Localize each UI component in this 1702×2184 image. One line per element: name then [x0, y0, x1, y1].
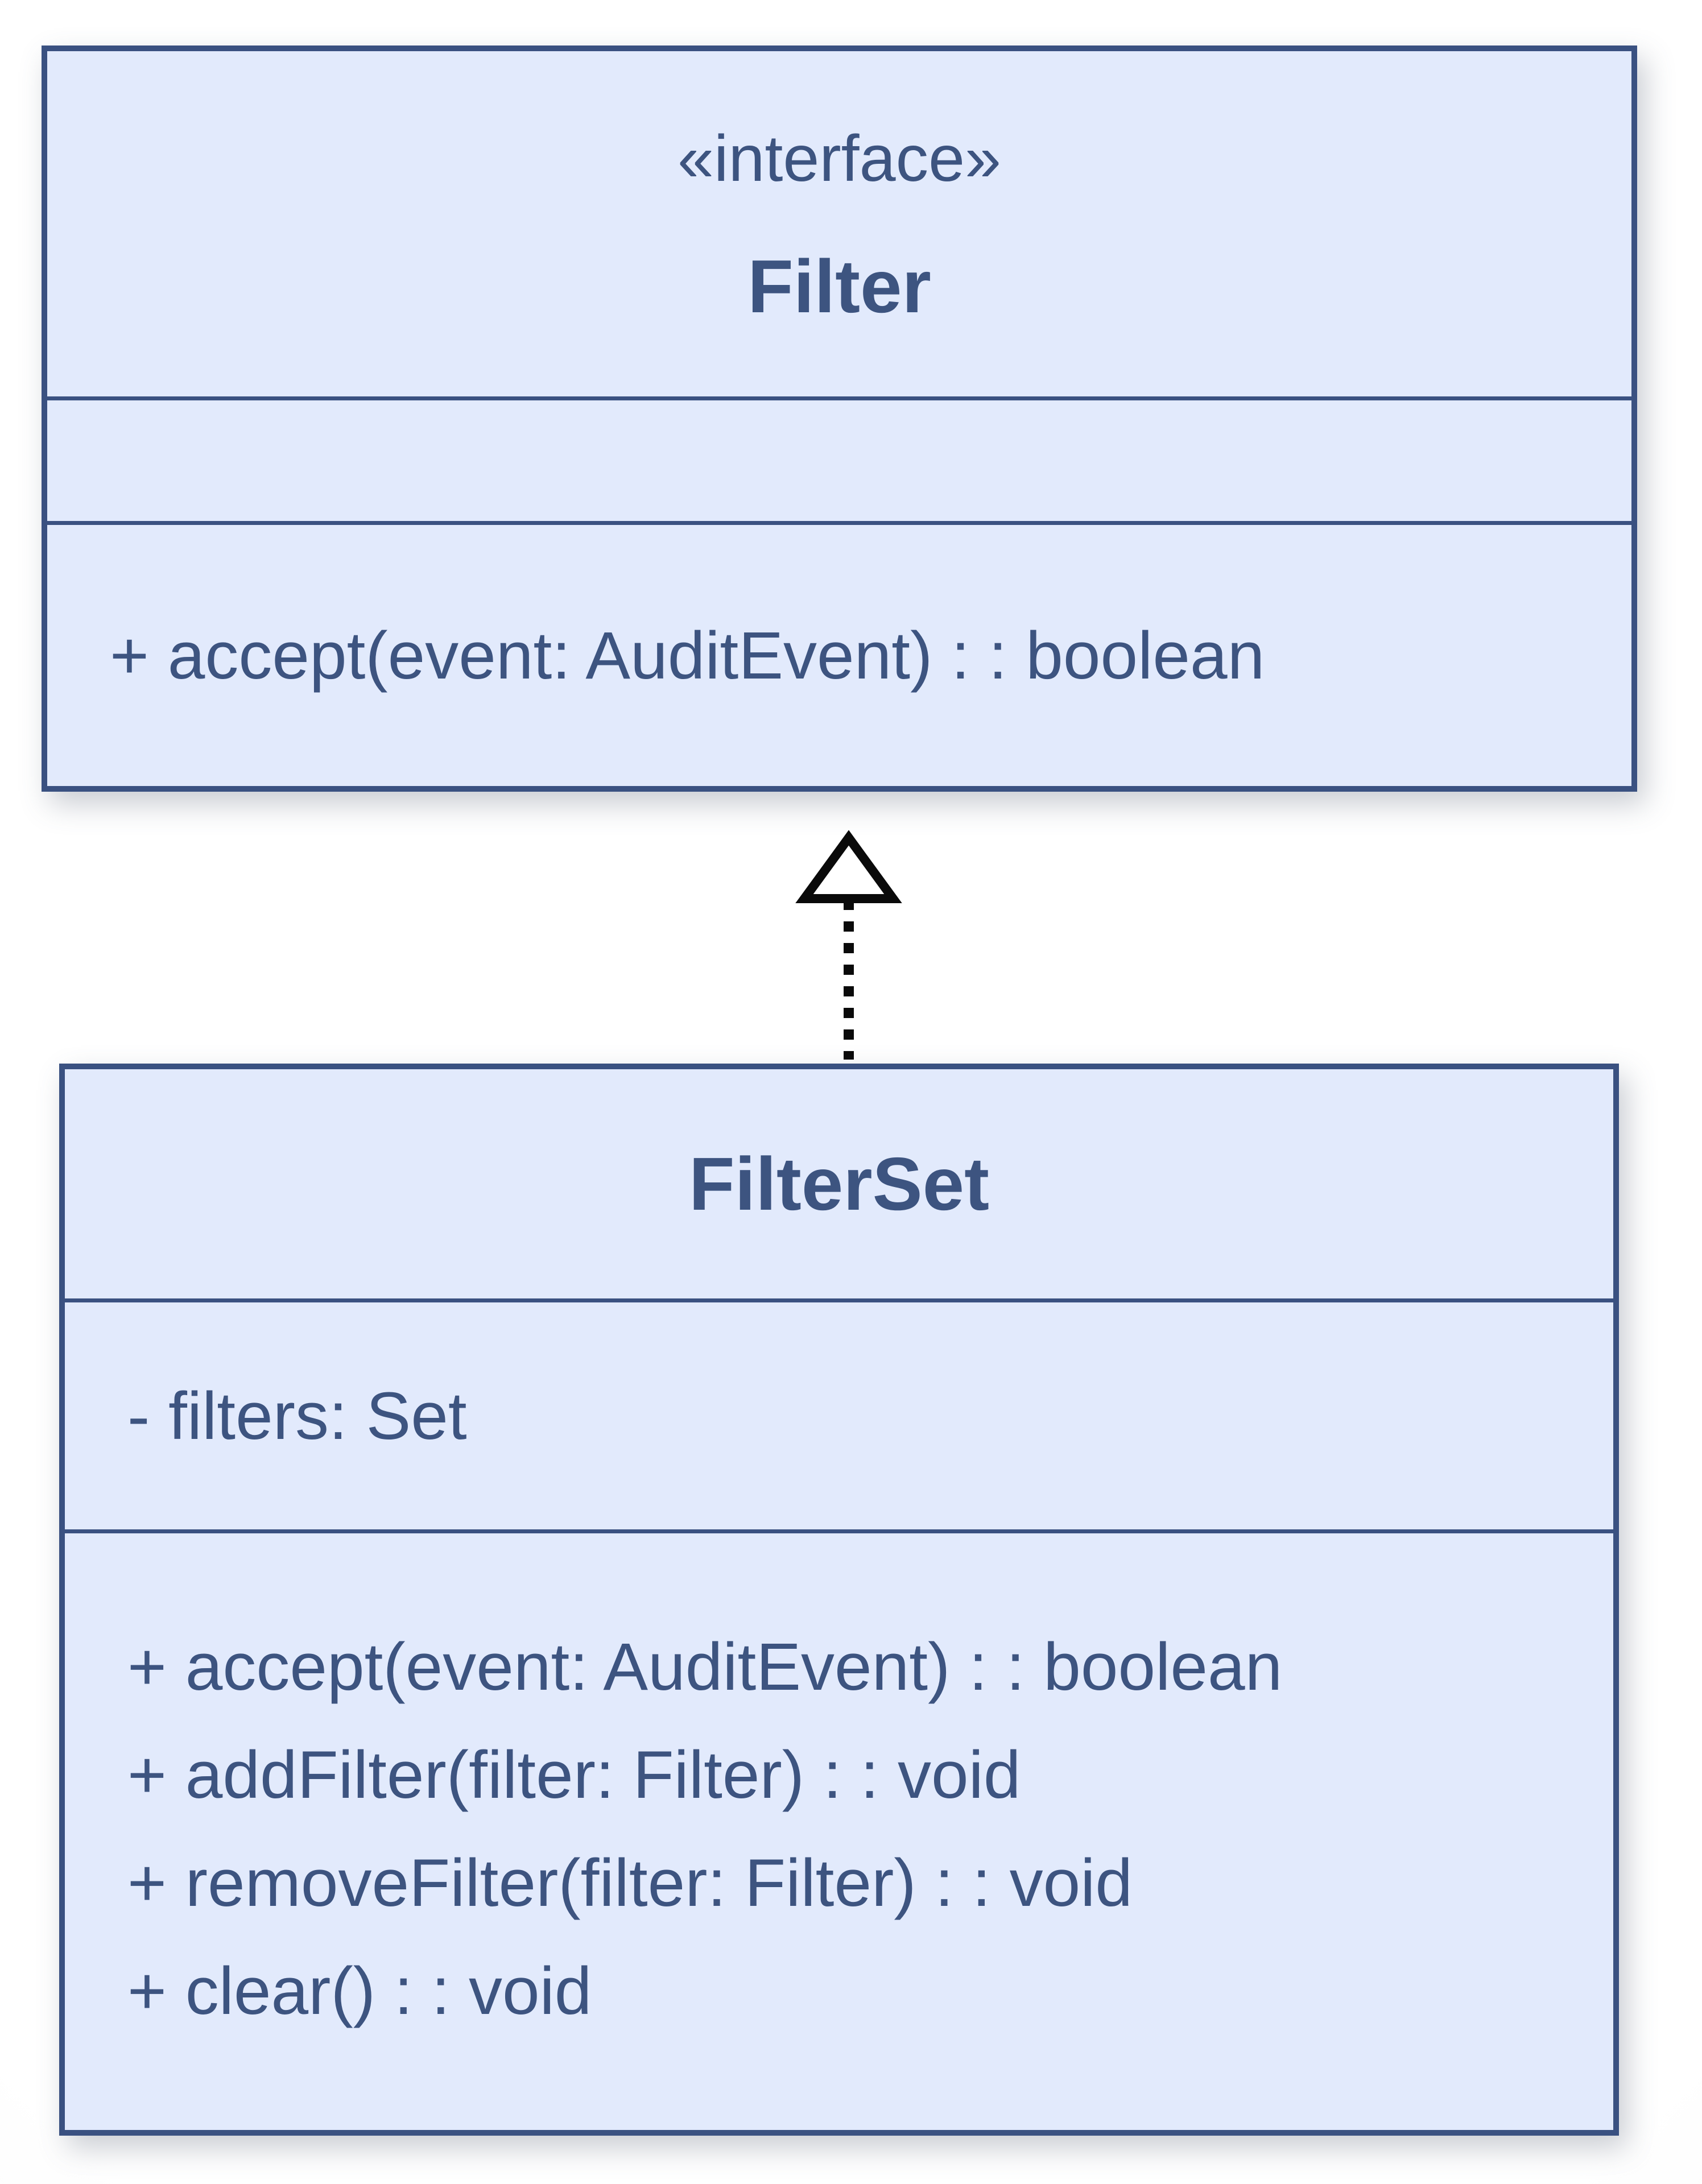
- method-item: + accept(event: AuditEvent) : : boolean: [127, 1629, 1283, 1705]
- class-box-filter: «interface» Filter + accept(event: Audit…: [42, 46, 1637, 792]
- method-item: + clear() : : void: [127, 1954, 592, 2029]
- filterset-methods-compartment: + accept(event: AuditEvent) : : boolean …: [65, 1529, 1613, 2130]
- filter-methods-compartment: + accept(event: AuditEvent) : : boolean: [47, 521, 1631, 786]
- attribute-item: - filters: Set: [127, 1378, 467, 1454]
- filterset-attributes-compartment: - filters: Set: [65, 1298, 1613, 1529]
- method-item: + accept(event: AuditEvent) : : boolean: [110, 618, 1265, 693]
- filter-attributes-compartment: [47, 396, 1631, 521]
- filterset-title-compartment: FilterSet: [65, 1069, 1613, 1298]
- filter-class-name: Filter: [747, 244, 931, 328]
- realization-arrow: [795, 830, 902, 1060]
- method-item: + removeFilter(filter: Filter) : : void: [127, 1846, 1133, 1921]
- filter-title-compartment: «interface» Filter: [47, 51, 1631, 396]
- hollow-triangle-arrowhead-icon: [795, 830, 902, 903]
- method-item: + addFilter(filter: Filter) : : void: [127, 1738, 1021, 1813]
- class-box-filterset: FilterSet - filters: Set + accept(event:…: [59, 1064, 1619, 2136]
- filter-stereotype-label: «interface»: [678, 122, 1001, 195]
- filterset-class-name: FilterSet: [688, 1141, 990, 1226]
